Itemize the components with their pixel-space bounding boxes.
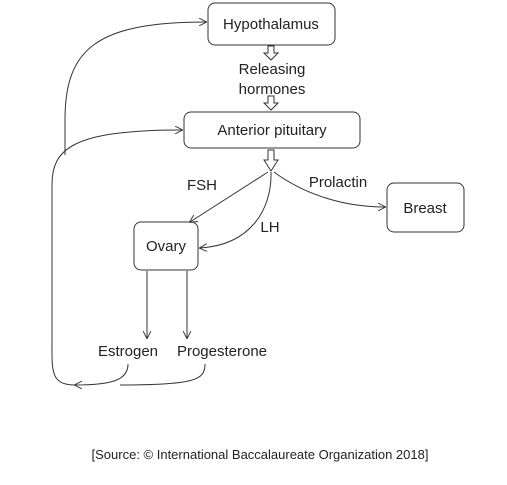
breast-box <box>386 182 465 233</box>
lh-label: LH <box>260 219 279 236</box>
hollow-arrow-releasing-to-pituitary <box>262 95 280 111</box>
anterior-pituitary-label: Anterior pituitary <box>217 122 327 139</box>
hypothalamus-label: Hypothalamus <box>223 16 319 33</box>
lh-arrow <box>200 171 272 248</box>
source-caption: [Source: © International Baccalaureate O… <box>92 447 429 462</box>
estrogen-label: Estrogen <box>98 343 158 360</box>
feedback-to-pituitary-line <box>51 130 182 386</box>
releasing-hormones-line2: hormones <box>239 81 306 98</box>
hollow-arrow-pituitary-out <box>263 149 279 172</box>
ovary-box <box>133 221 199 271</box>
fsh-arrow <box>190 171 269 222</box>
ovary-label: Ovary <box>146 238 187 255</box>
progesterone-feedback-curve <box>119 363 206 386</box>
hollow-arrow-hypothalamus-to-releasing <box>262 45 280 61</box>
releasing-hormones-line1: Releasing <box>239 61 306 78</box>
breast-label: Breast <box>403 200 447 217</box>
fsh-label: FSH <box>187 177 217 194</box>
hypothalamus-box <box>207 2 336 46</box>
prolactin-label: Prolactin <box>309 174 367 191</box>
anterior-pituitary-box <box>183 111 361 149</box>
prolactin-arrow <box>273 171 385 207</box>
progesterone-label: Progesterone <box>177 343 267 360</box>
feedback-to-hypothalamus-line <box>64 22 206 155</box>
estrogen-feedback-curve <box>75 363 129 385</box>
